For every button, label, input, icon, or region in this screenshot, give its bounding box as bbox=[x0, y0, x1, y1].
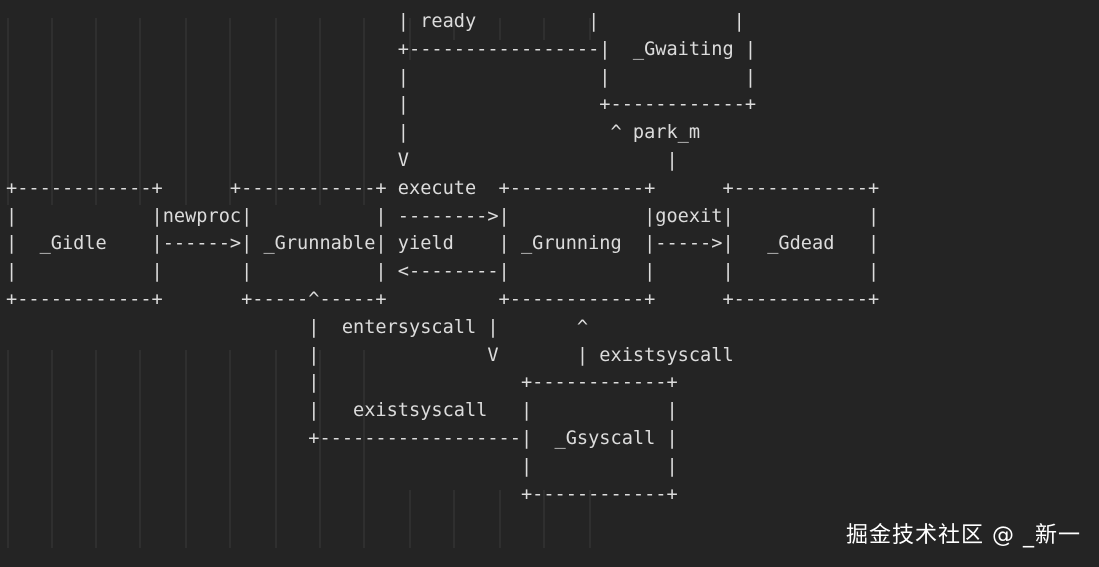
diagram-line-3: | | | bbox=[6, 66, 757, 88]
diagram-line-15: | existsyscall | | bbox=[6, 400, 678, 422]
diagram-line-1: | ready | | bbox=[6, 11, 745, 32]
diagram-line-2: +-----------------| _Gwaiting | bbox=[6, 38, 757, 60]
diagram-line-10: | | | | <--------| | | | bbox=[6, 261, 880, 283]
diagram-line-14: | +------------+ bbox=[6, 372, 678, 394]
diagram-line-4: | +------------+ bbox=[6, 94, 757, 116]
diagram-line-18: +------------+ bbox=[6, 483, 678, 505]
diagram-line-16: +------------------| _Gsyscall | bbox=[6, 427, 678, 449]
ascii-state-diagram: | ready | | +-----------------| _Gwaitin… bbox=[6, 8, 879, 508]
diagram-line-12: | entersyscall | ^ bbox=[6, 316, 589, 338]
diagram-line-6: V | bbox=[6, 149, 678, 171]
diagram-line-9: | _Gidle |------>| _Grunnable| yield | _… bbox=[6, 233, 880, 255]
diagram-line-7: +------------+ +------------+ execute +-… bbox=[6, 177, 880, 199]
diagram-line-17: | | bbox=[6, 455, 678, 477]
watermark: 掘金技术社区 @ _新一 bbox=[846, 523, 1081, 548]
diagram-line-13: | V | existsyscall bbox=[6, 344, 734, 366]
diagram-line-8: | |newproc| | -------->| |goexit| | bbox=[6, 205, 880, 227]
diagram-line-5: | ^ park_m bbox=[6, 122, 701, 144]
diagram-line-11: +------------+ +-----^-----+ +----------… bbox=[6, 288, 880, 310]
